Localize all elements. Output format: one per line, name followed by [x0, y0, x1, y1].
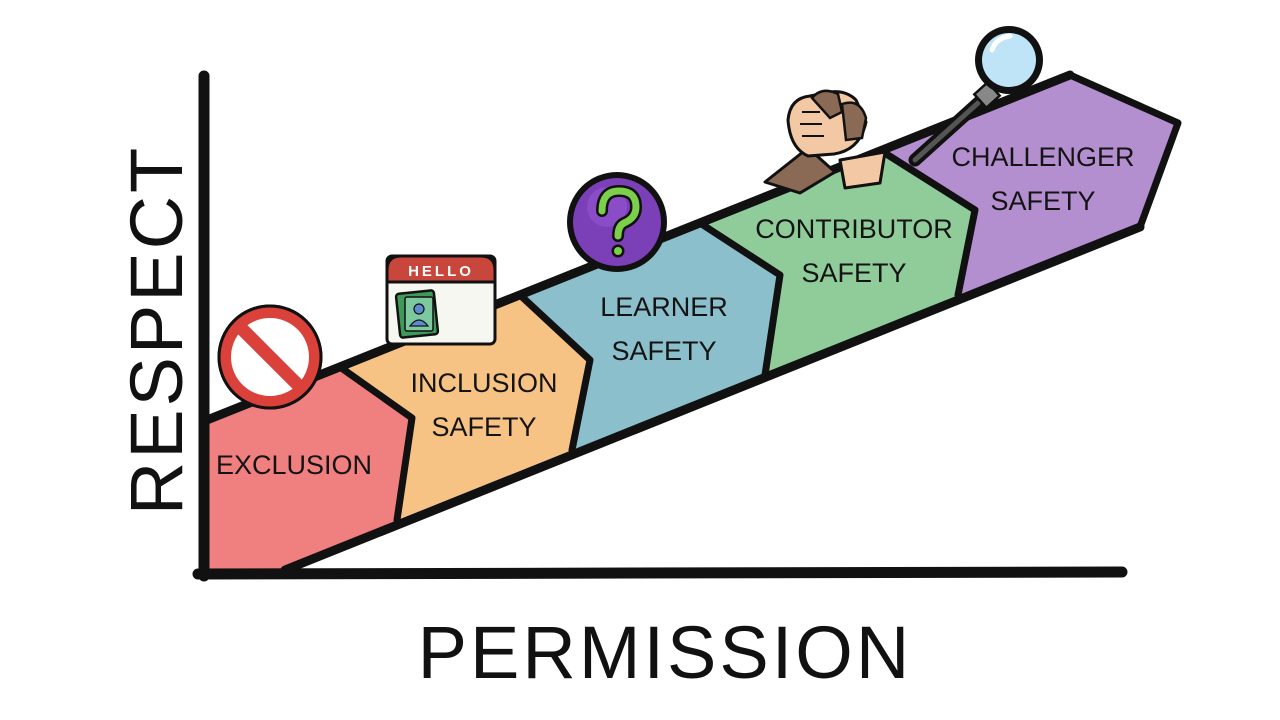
ramp-outline: [202, 70, 1182, 575]
divider-4: [876, 146, 979, 299]
axes: [192, 70, 1128, 582]
stage-exclusion: [207, 367, 412, 570]
stage-label-challenger-line2: SAFETY: [990, 186, 1095, 216]
x-axis-line: [192, 566, 1128, 580]
id-card-icon: [394, 289, 440, 339]
stage-label-inclusion-line1: INCLUSION: [410, 368, 557, 398]
handshake-icon: [763, 89, 887, 195]
divider-3: [699, 221, 784, 379]
stage-contributor-safety: [703, 150, 975, 375]
magnifying-glass-icon: [908, 26, 1043, 167]
stage-label-challenger-line1: CHALLENGER: [951, 142, 1134, 172]
stage-label-learner-line2: SAFETY: [611, 336, 716, 366]
hello-name-tag-icon: HELLO: [385, 254, 497, 346]
stage-label-exclusion: EXCLUSION: [216, 450, 372, 480]
stage-inclusion-safety: [340, 295, 590, 520]
divider-1: [336, 363, 416, 524]
stage-label-contributor-line2: SAFETY: [801, 258, 906, 288]
divider-2: [516, 291, 594, 454]
name-tag-header: [385, 254, 497, 284]
y-axis-label: RESPECT: [115, 145, 198, 516]
stage-label-contributor-line1: CONTRIBUTOR: [755, 214, 953, 244]
stage-label-learner-line1: LEARNER: [600, 292, 728, 322]
name-tag-text: HELLO: [408, 263, 474, 280]
x-axis-label: PERMISSION: [418, 611, 913, 694]
question-mark-icon: [567, 172, 667, 272]
stage-label-inclusion-line2: SAFETY: [431, 412, 536, 442]
stage-labels: EXCLUSION INCLUSION SAFETY LEARNER SAFET…: [216, 142, 1135, 480]
prohibited-icon: [217, 304, 323, 410]
ramp-bottom-line: [280, 222, 1145, 575]
ramp-arrow-tip: [1066, 71, 1182, 231]
